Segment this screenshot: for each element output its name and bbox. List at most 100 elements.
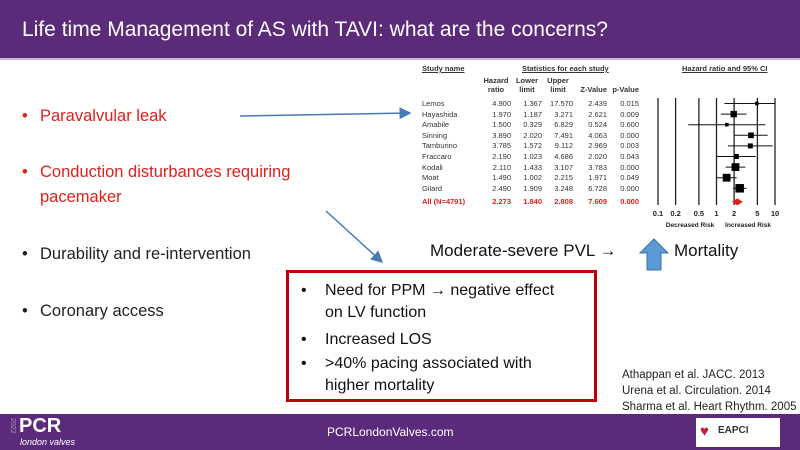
cell-lower: 1.002	[523, 173, 542, 183]
eapci-logo: ♥ EAPCI	[696, 418, 780, 447]
col-header-stats: Statistics for each study	[522, 64, 609, 73]
cell-upper: 3.248	[554, 183, 573, 193]
col-header-z: Z-Value	[580, 85, 607, 94]
summary-hr: 2.273	[492, 197, 511, 207]
cell-lower: 1.909	[523, 183, 542, 193]
hr-marker	[730, 110, 737, 118]
heart-icon: ♥	[700, 423, 709, 440]
reference: Athappan et al. JACC. 2013	[622, 369, 765, 381]
tick-label: 0.1	[653, 209, 663, 218]
summary-upper: 2.808	[554, 197, 573, 207]
logo-sub: london valves	[20, 437, 76, 447]
col-header-plot: Hazard ratio and 95% CI	[682, 64, 768, 73]
cell-z: 3.783	[588, 162, 607, 172]
cell-upper: 6.829	[554, 120, 573, 130]
cell-z: 2.621	[588, 109, 607, 119]
cell-p: 0.015	[620, 99, 639, 108]
cell-p: 0.000	[620, 162, 639, 172]
cell-lower: 1.023	[523, 152, 542, 161]
bullet-paravalvular-leak: •Paravalvular leak	[22, 107, 167, 125]
cell-upper: 9.112	[554, 141, 573, 151]
cell-hr: 2.190	[492, 152, 511, 161]
pcr-logo: 2022 PCR london valves	[8, 416, 88, 450]
cell-p: 0.000	[620, 183, 639, 193]
tick-label: 10	[771, 209, 779, 218]
cell-lower: 1.433	[523, 162, 542, 172]
cell-hr: 2.490	[492, 183, 511, 193]
footer-url[interactable]: PCRLondonValves.com	[327, 425, 454, 439]
cell-hr: 1.970	[492, 109, 511, 119]
study-name: Kodali	[422, 162, 443, 172]
summary-z: 7.609	[588, 197, 607, 207]
cell-upper: 2.215	[554, 173, 573, 183]
cell-p: 0.000	[620, 130, 639, 140]
study-name: Moat	[422, 173, 439, 183]
cell-p: 0.600	[620, 120, 639, 130]
cell-upper: 3.271	[554, 109, 573, 119]
cell-z: 1.971	[588, 173, 607, 183]
up-arrow-icon	[638, 238, 670, 271]
mortality-label: Mortality	[674, 241, 739, 260]
study-name: Sinning	[422, 130, 448, 140]
cell-z: 2.020	[588, 152, 607, 161]
xlabel-increased: Increased Risk	[725, 222, 771, 229]
cell-z: 6.728	[588, 183, 607, 193]
cell-lower: 0.329	[523, 120, 542, 130]
cell-hr: 1.490	[492, 173, 511, 183]
cell-lower: 1.572	[523, 141, 542, 151]
cell-lower: 2.020	[523, 130, 542, 140]
references: Athappan et al. JACC. 2013 Urena et al. …	[622, 367, 797, 415]
title-bar: Life time Management of AS with TAVI: wh…	[0, 0, 800, 60]
summary-diamond	[731, 198, 743, 206]
cell-p: 0.009	[620, 109, 639, 119]
cell-lower: 1.187	[523, 109, 542, 119]
tick-label: 0.2	[670, 209, 680, 218]
cell-lower: 1.367	[523, 99, 542, 108]
cell-z: 4.063	[588, 130, 607, 140]
tick-label: 0.5	[694, 209, 704, 218]
bullet-coronary: •Coronary access	[22, 302, 164, 320]
cell-upper: 3.107	[554, 162, 573, 172]
study-name: Fraccaro	[422, 152, 452, 161]
hr-marker	[735, 184, 744, 193]
reference: Sharma et al. Heart Rhythm. 2005	[622, 401, 797, 413]
xlabel-decreased: Decreased Risk	[666, 222, 715, 229]
hr-marker	[748, 132, 754, 139]
tick-label: 1	[714, 209, 718, 218]
cell-upper: 7.491	[554, 130, 573, 140]
tick-label: 5	[755, 209, 759, 218]
arrow-conduction	[325, 210, 384, 264]
hr-marker	[755, 101, 759, 106]
study-name: Hayashida	[422, 109, 458, 119]
logo-year: 2022	[9, 418, 16, 434]
summary-p: 0.000	[620, 197, 639, 207]
hr-marker	[733, 154, 739, 159]
cell-p: 0.049	[620, 173, 639, 183]
col-header-study: Study name	[422, 64, 465, 73]
study-name: Tamburino	[422, 141, 458, 151]
hr-marker	[722, 173, 731, 182]
cell-upper: 17.570	[550, 99, 573, 108]
cell-hr: 3.785	[492, 141, 511, 151]
summary-lower: 1.840	[523, 197, 542, 207]
cell-z: 2.969	[588, 141, 607, 151]
tick-label: 2	[732, 209, 736, 218]
cell-hr: 3.890	[492, 130, 511, 140]
study-name: Gilard	[422, 183, 443, 193]
cell-z: 0.524	[588, 120, 607, 130]
pvl-label: Moderate-severe PVL →	[430, 241, 617, 260]
hr-marker	[747, 143, 753, 149]
cell-p: 0.003	[620, 141, 639, 151]
box-item: •Increased LOS	[301, 331, 432, 348]
logo-text: PCR	[19, 415, 62, 437]
cell-hr: 2.110	[492, 162, 511, 172]
arrow-pvl	[239, 107, 412, 120]
